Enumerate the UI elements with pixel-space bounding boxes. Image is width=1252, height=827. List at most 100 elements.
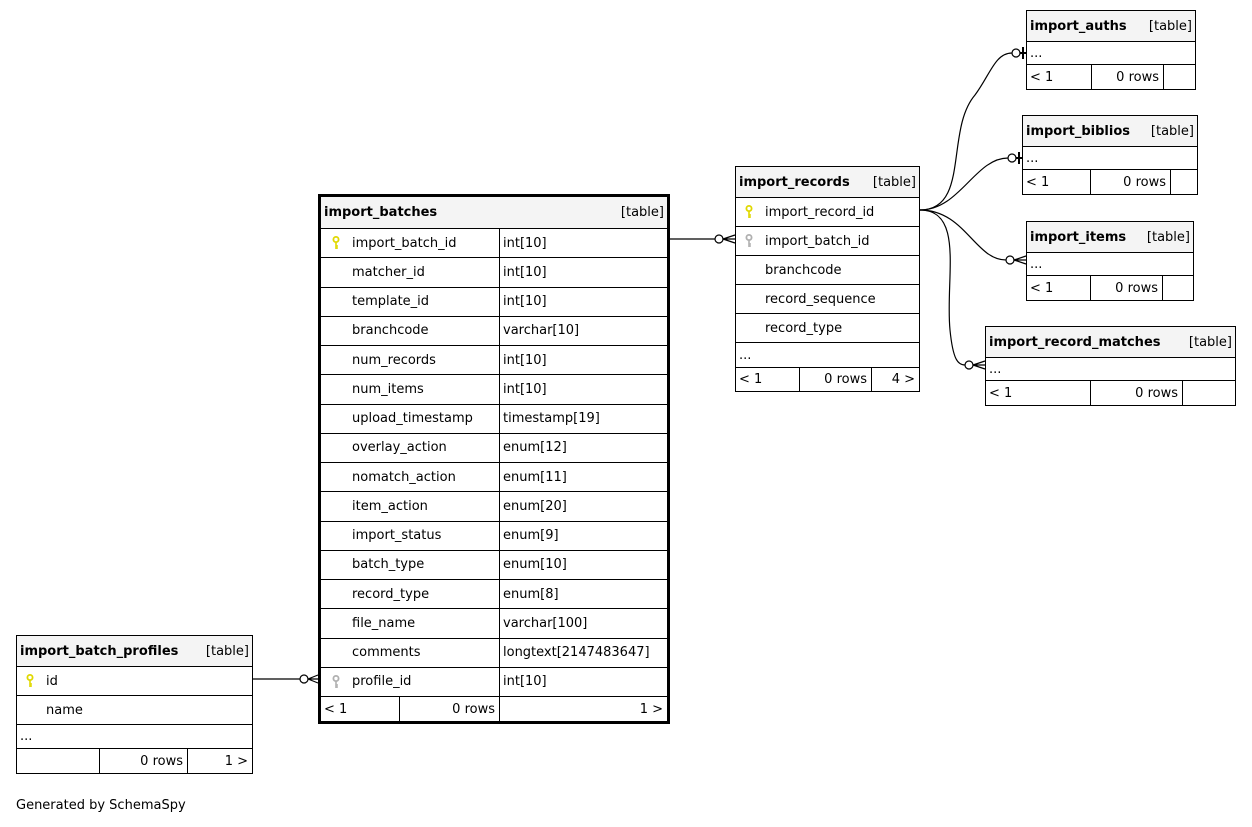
table-name[interactable]: import_batch_profiles [20, 643, 179, 659]
table-name[interactable]: import_record_matches [989, 334, 1161, 350]
table-header[interactable]: import_records[table] [736, 167, 919, 197]
children-count[interactable] [1162, 276, 1193, 300]
column-name: file_name [352, 615, 416, 631]
table-header[interactable]: import_record_matches[table] [986, 327, 1235, 357]
column-row[interactable]: branchcode [736, 255, 919, 284]
column-type: enum[12] [499, 433, 570, 462]
parents-count[interactable]: < 1 [1030, 69, 1054, 85]
parents-count[interactable]: < 1 [739, 372, 763, 387]
children-count[interactable] [1182, 381, 1235, 405]
column-name: id [46, 673, 58, 689]
row-count: 0 rows [1090, 170, 1170, 194]
row-count: 0 rows [799, 368, 871, 391]
column-name: branchcode [765, 262, 842, 278]
column-row[interactable]: record_type [736, 313, 919, 342]
column-row[interactable]: matcher_id int[10] [321, 257, 667, 287]
more-columns[interactable]: ... [17, 724, 252, 748]
crowfoot-icon [722, 234, 736, 244]
table-type: [table] [1146, 229, 1190, 245]
column-row[interactable]: batch_type enum[10] [321, 549, 667, 579]
children-count[interactable]: 1 > [499, 697, 667, 721]
column-type: enum[20] [499, 492, 570, 521]
table-header[interactable]: import_biblios [table] [1023, 116, 1197, 146]
column-name: import_batch_id [352, 235, 457, 251]
table-header[interactable]: import_auths[table] [1027, 11, 1195, 41]
children-count[interactable]: 1 > [187, 749, 252, 773]
table-header[interactable]: import_items [table] [1027, 222, 1193, 252]
more-columns[interactable]: ... [1027, 41, 1195, 64]
children-count[interactable]: 4 > [871, 368, 919, 391]
table-import-auths[interactable]: import_auths[table]... < 1 0 rows [1026, 10, 1196, 90]
column-type: enum[10] [499, 550, 570, 579]
more-columns[interactable]: ... [1023, 146, 1197, 169]
column-name: nomatch_action [352, 469, 456, 485]
edge-optional-marker [1011, 48, 1021, 58]
column-name: upload_timestamp [352, 411, 473, 427]
column-row[interactable]: record_sequence [736, 284, 919, 313]
more-columns[interactable]: ... [1027, 252, 1193, 275]
table-name[interactable]: import_items [1030, 229, 1127, 245]
table-footer: < 1 0 rows [1027, 275, 1193, 300]
table-name[interactable]: import_biblios [1026, 123, 1131, 139]
table-import-items[interactable]: import_items [table]... < 1 0 rows [1026, 221, 1194, 301]
column-name: batch_type [352, 557, 425, 573]
table-name[interactable]: import_auths [1030, 18, 1127, 34]
column-name: matcher_id [352, 264, 425, 280]
parents-count[interactable] [17, 749, 99, 773]
table-import-batch-profiles[interactable]: import_batch_profiles[table]id name...0 r… [16, 635, 253, 774]
row-count: 0 rows [1091, 65, 1163, 89]
foreign-key-icon [736, 234, 762, 248]
primary-key-icon [323, 236, 349, 250]
row-count: 0 rows [1090, 276, 1162, 300]
row-count: 0 rows [99, 749, 187, 773]
column-row[interactable]: item_action enum[20] [321, 491, 667, 521]
column-row[interactable]: name [17, 695, 252, 724]
children-count[interactable] [1170, 170, 1197, 194]
column-row[interactable]: import_record_id [736, 197, 919, 226]
crowfoot-icon [972, 360, 986, 370]
parents-count[interactable]: < 1 [989, 385, 1013, 401]
column-row[interactable]: overlay_action enum[12] [321, 432, 667, 462]
parents-count[interactable]: < 1 [1030, 280, 1054, 296]
column-row[interactable]: import_batch_id [736, 226, 919, 255]
children-count[interactable] [1163, 65, 1195, 89]
table-name[interactable]: import_records [739, 174, 850, 190]
table-import-biblios[interactable]: import_biblios [table]... < 1 0 rows [1022, 115, 1198, 195]
more-columns[interactable]: ... [986, 357, 1235, 380]
column-type: timestamp[19] [499, 404, 603, 433]
primary-key-icon [17, 674, 43, 688]
table-footer: < 1 0 rows [1023, 169, 1197, 194]
column-type: int[10] [499, 258, 550, 287]
column-name: overlay_action [352, 440, 447, 456]
table-type: [table] [1150, 123, 1194, 139]
parents-count[interactable]: < 1 [324, 701, 348, 717]
parents-count[interactable]: < 1 [1026, 174, 1050, 190]
table-header[interactable]: import_batches[table] [321, 197, 667, 228]
column-name: import_status [352, 528, 442, 544]
column-name: item_action [352, 498, 428, 514]
more-columns[interactable]: ... [736, 342, 919, 367]
column-row[interactable]: upload_timestamp timestamp[19] [321, 403, 667, 433]
table-name[interactable]: import_batches [324, 205, 438, 220]
edge-optional-marker [714, 234, 724, 244]
column-row[interactable]: id [17, 666, 252, 695]
table-header[interactable]: import_batch_profiles[table] [17, 636, 252, 666]
column-type: varchar[10] [499, 316, 582, 345]
